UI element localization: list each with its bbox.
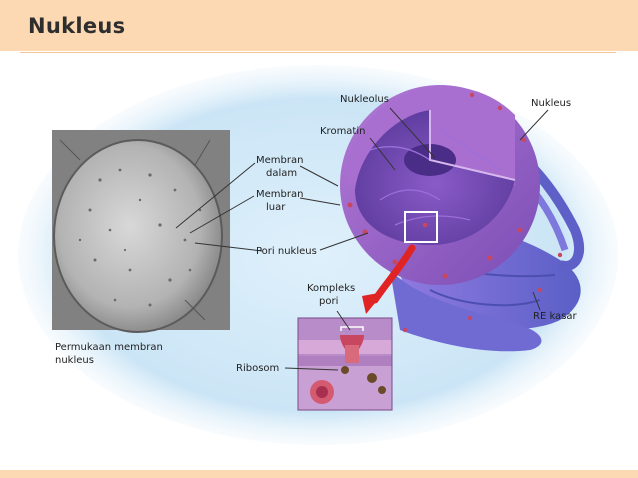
pore-detail-inset xyxy=(297,317,393,411)
label-membran-dalam-line2: dalam xyxy=(266,168,297,179)
label-kromatin: Kromatin xyxy=(320,126,365,137)
sem-micrograph xyxy=(52,130,230,333)
label-permukaan-line2: nukleus xyxy=(55,355,94,366)
label-kompleks-pori-line1: Kompleks xyxy=(307,283,355,294)
leader-lines xyxy=(175,107,549,371)
title-bar xyxy=(0,0,638,51)
label-membran-luar-line2: luar xyxy=(266,202,286,213)
label-ribosom: Ribosom xyxy=(236,363,279,374)
label-nukleolus: Nukleolus xyxy=(340,94,389,105)
nucleus-3d-illustration xyxy=(340,85,584,352)
label-pori-nukleus: Pori nukleus xyxy=(256,246,317,257)
label-nukleus: Nukleus xyxy=(531,98,571,109)
zoom-arrow xyxy=(362,244,416,314)
label-re-kasar: RE kasar xyxy=(533,311,578,322)
label-membran-dalam-line1: Membran xyxy=(256,155,303,166)
label-membran-luar-line1: Membran xyxy=(256,189,303,200)
label-permukaan-line1: Permukaan membran xyxy=(55,342,163,353)
label-kompleks-pori-line2: pori xyxy=(319,296,338,307)
slide-title: Nukleus xyxy=(28,14,126,38)
title-divider xyxy=(20,52,616,53)
footer-bar xyxy=(0,470,638,478)
